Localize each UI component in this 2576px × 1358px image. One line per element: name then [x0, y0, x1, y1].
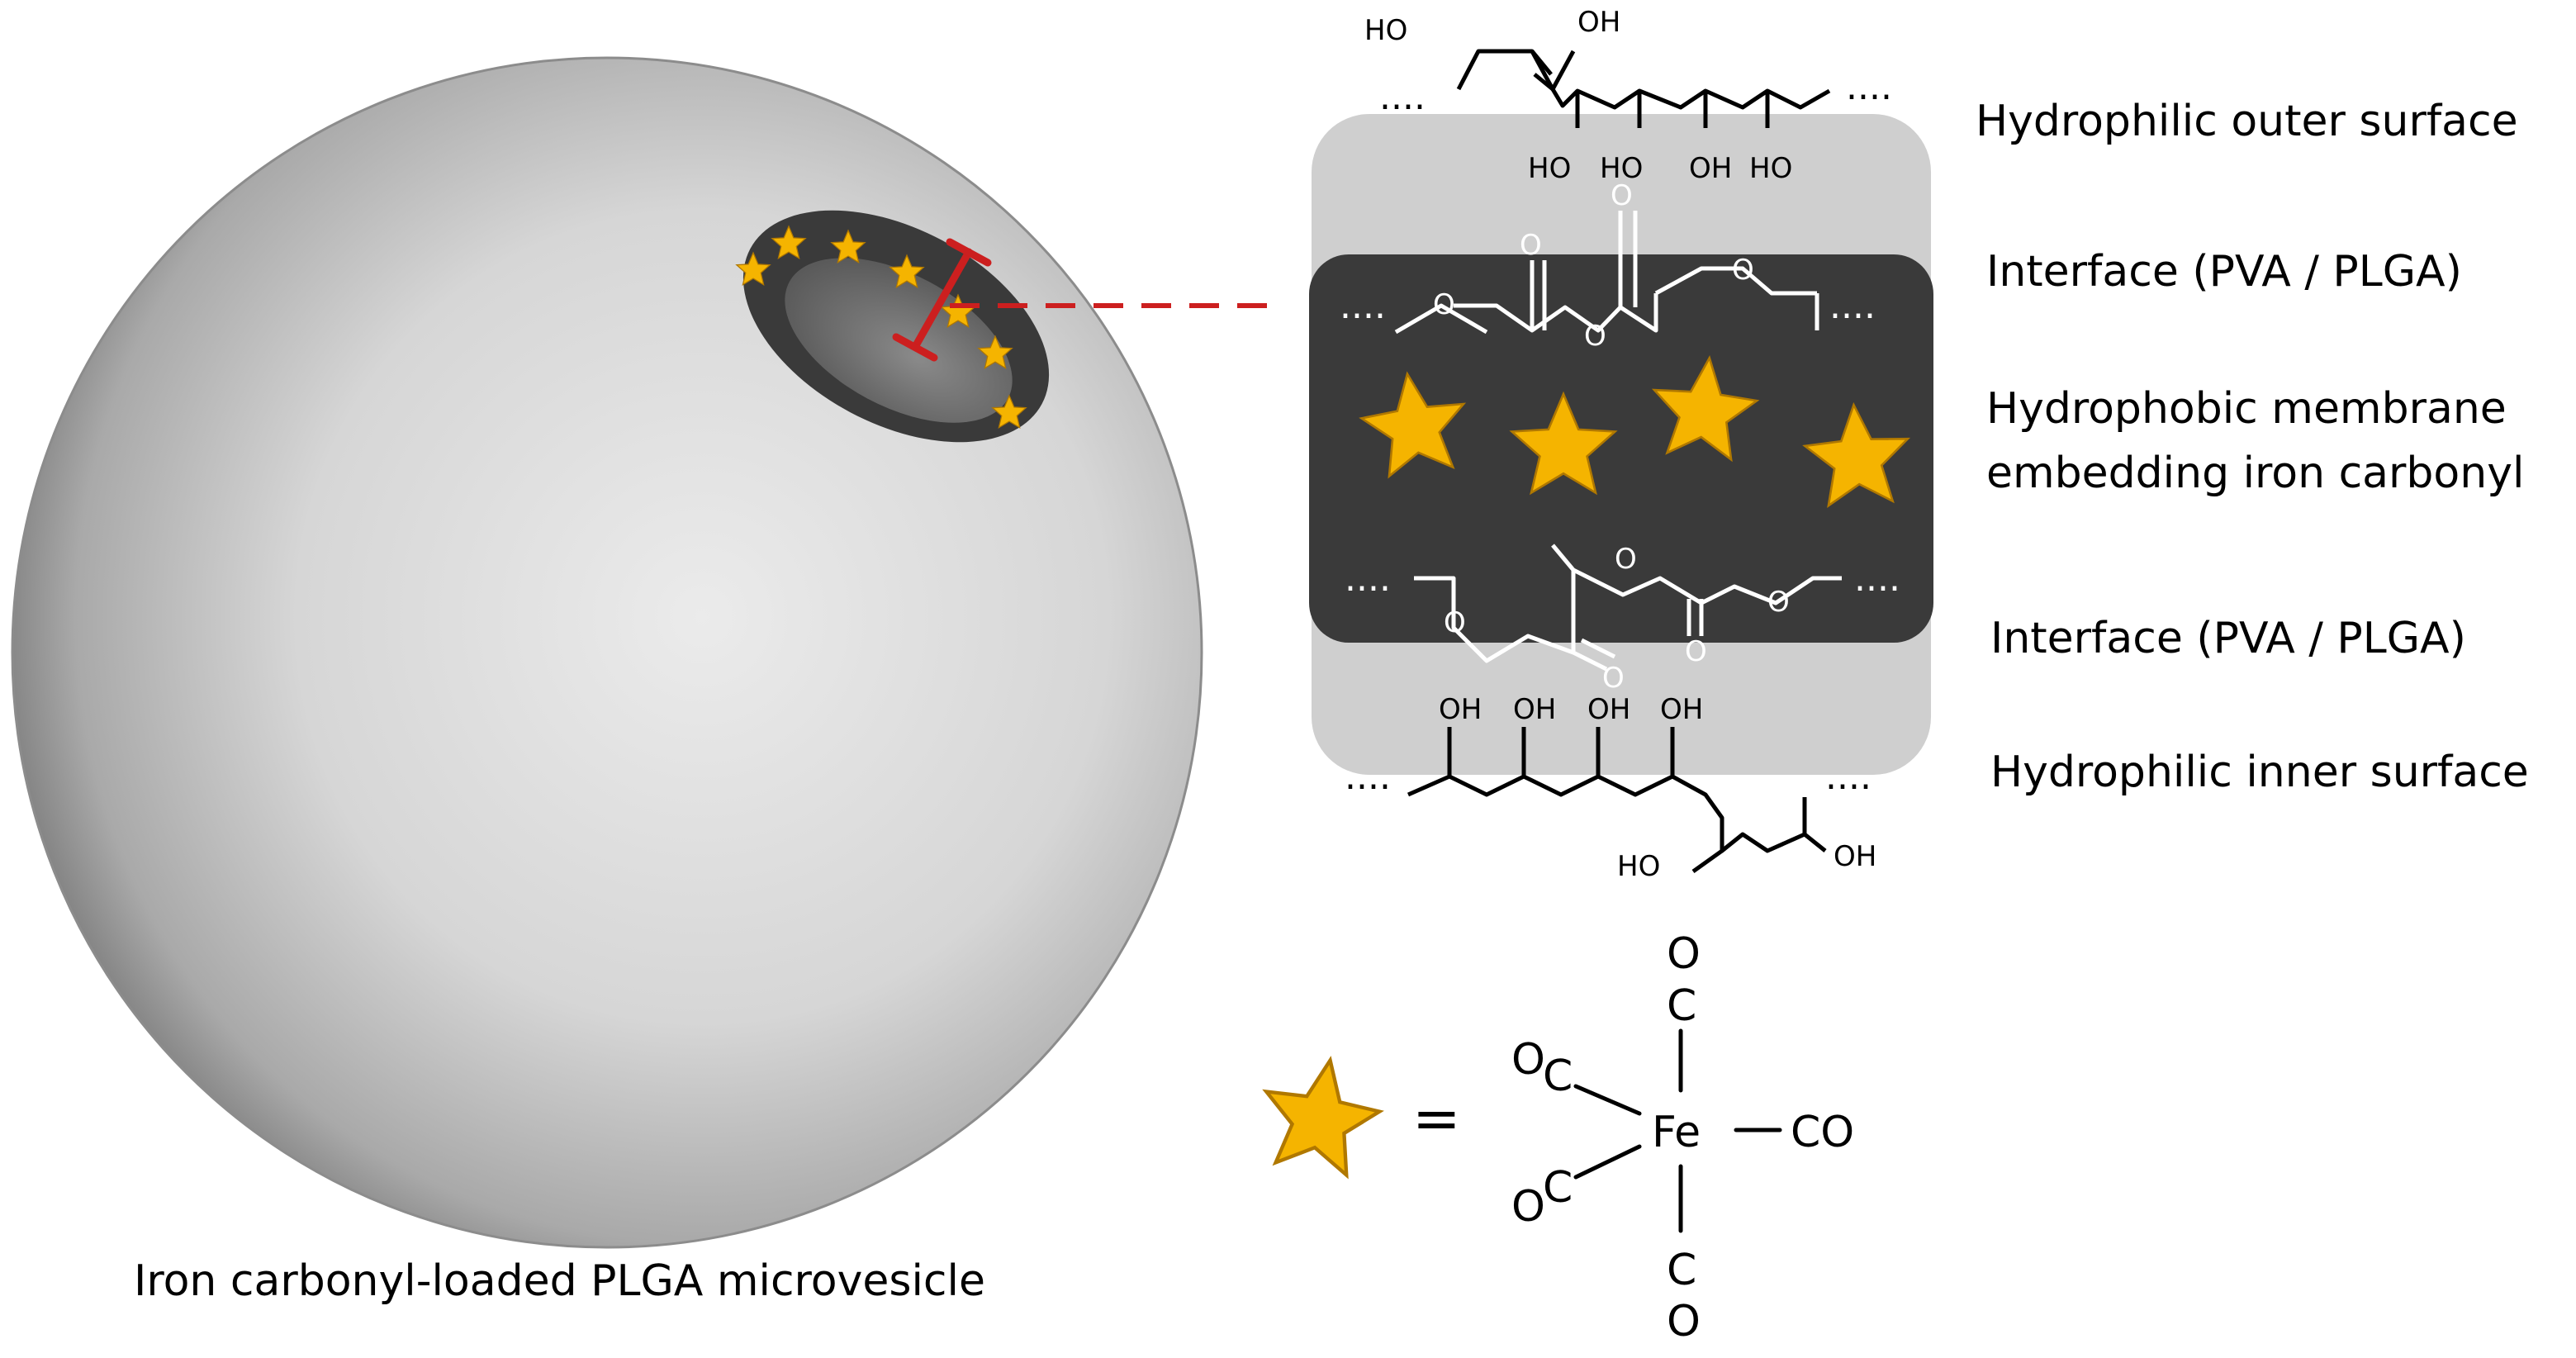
oxygen-label: O [1767, 586, 1790, 619]
oxygen-label: O [1511, 1035, 1545, 1085]
iron-carbonyl-labels: O C O C Fe CO C O C O = [1412, 929, 1854, 1346]
oxygen-label: O [1433, 288, 1455, 321]
chain-dots: .... [1854, 558, 1900, 600]
pva-top-groups: HO OH HO HO OH HO .... .... [1364, 6, 1892, 185]
iron-label: Fe [1652, 1108, 1701, 1157]
pva-bottom-groups: OH OH OH OH HO OH .... .... [1345, 693, 1876, 883]
label-interface-bottom: Interface (PVA / PLGA) [1990, 614, 2466, 663]
pva-chain-top [1456, 49, 1831, 128]
chain-dots: .... [1829, 285, 1876, 327]
carbon-label: C [1543, 1163, 1573, 1213]
chain-dots: .... [1340, 285, 1386, 327]
figure-caption: Iron carbonyl-loaded PLGA microvesicle [134, 1256, 985, 1306]
oxygen-label: O [1584, 320, 1606, 353]
oxygen-label: O [1615, 543, 1637, 576]
oxygen-label: O [1667, 1297, 1701, 1346]
chain-dots: .... [1846, 66, 1892, 108]
plga-top-groups: .... .... O O O O O [1340, 179, 1876, 353]
label-membrane-line1: Hydrophobic membrane [1986, 384, 2507, 434]
oxygen-label: O [1444, 606, 1466, 639]
oxygen-label: O [1602, 662, 1625, 695]
ho-label: HO [1749, 152, 1792, 185]
oh-label: OH [1587, 693, 1630, 726]
oxygen-label: O [1520, 229, 1542, 262]
label-interface-top: Interface (PVA / PLGA) [1986, 247, 2462, 297]
oh-label: OH [1834, 840, 1876, 873]
ho-label: HO [1617, 850, 1660, 883]
ho-label: HO [1528, 152, 1571, 185]
microvesicle-sphere [11, 56, 1203, 1249]
chain-dots: .... [1825, 756, 1872, 798]
oxygen-label: O [1611, 179, 1633, 212]
carbon-label: C [1667, 1246, 1696, 1295]
co-label: CO [1791, 1108, 1854, 1157]
section-marker [892, 238, 992, 362]
plga-chain-top [1394, 211, 1819, 335]
oh-label: OH [1689, 152, 1732, 185]
plga-bottom-groups: .... .... O O O O O [1345, 543, 1900, 695]
oh-label: OH [1439, 693, 1482, 726]
hydrophobic-membrane [1309, 254, 1933, 643]
oxygen-label: O [1511, 1182, 1545, 1232]
legend-star [1255, 1051, 1387, 1180]
equals-sign: = [1412, 1085, 1461, 1152]
chain-dots: .... [1345, 558, 1391, 600]
ho-label: HO [1364, 14, 1407, 47]
oh-label: OH [1577, 6, 1620, 39]
plga-chain-bottom [1414, 544, 1842, 672]
ho-label: HO [1600, 152, 1643, 185]
oxygen-label: O [1685, 635, 1707, 668]
oh-label: OH [1660, 693, 1703, 726]
carbon-label: C [1543, 1052, 1573, 1101]
label-inner-surface: Hydrophilic inner surface [1990, 748, 2529, 797]
chain-dots: .... [1345, 756, 1391, 798]
oxygen-label: O [1667, 929, 1701, 979]
chain-dots: .... [1379, 76, 1426, 118]
label-outer-surface: Hydrophilic outer surface [1976, 97, 2518, 146]
pva-chain-bottom [1407, 727, 1827, 874]
oh-label: OH [1513, 693, 1556, 726]
oxygen-label: O [1732, 254, 1754, 287]
iron-carbonyl-structure [1573, 1028, 1782, 1233]
label-membrane-line2: embedding iron carbonyl [1986, 449, 2525, 498]
carbon-label: C [1667, 981, 1696, 1031]
